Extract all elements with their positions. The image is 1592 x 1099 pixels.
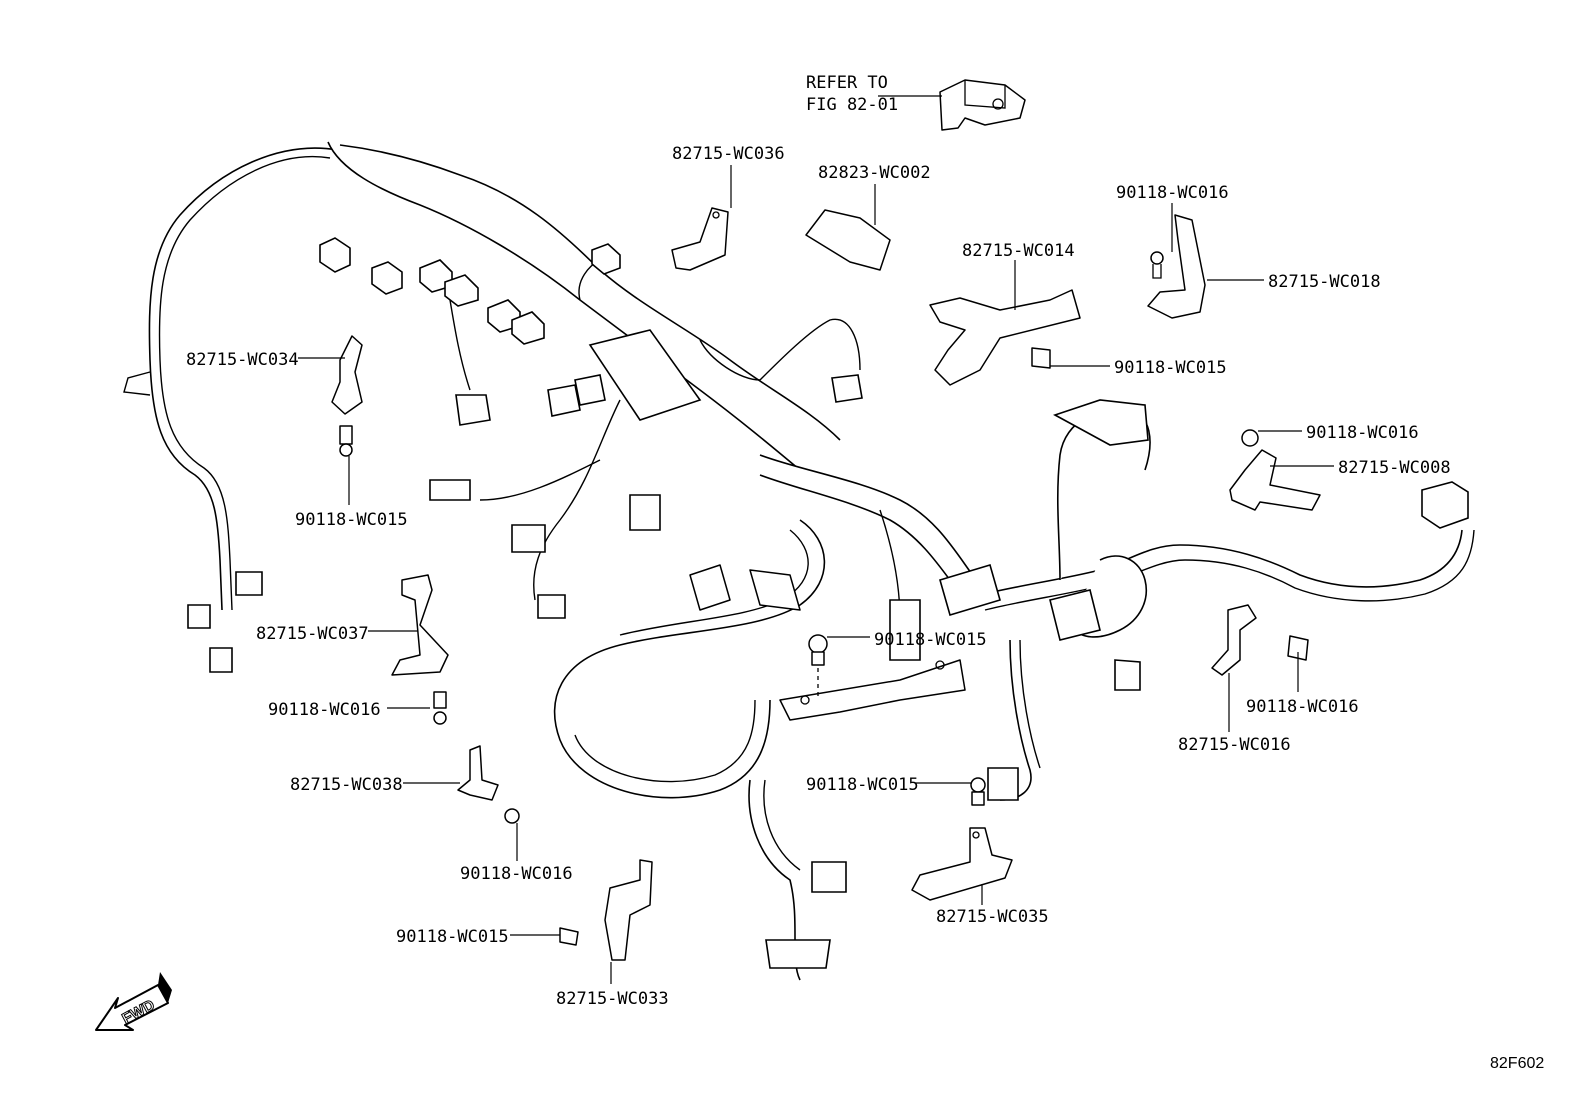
bracket-wc014: [929, 289, 1081, 386]
callout-90118-wc015-right: 90118-WC015: [1114, 358, 1227, 378]
engine-wire-harness: [123, 141, 1475, 981]
callout-82715-wc033: 82715-WC033: [556, 989, 669, 1009]
bracket-wc034: [331, 335, 363, 415]
callout-82715-wc014: 82715-WC014: [962, 241, 1075, 261]
fwd-arrow-icon: FWD: [95, 972, 172, 1031]
bracket-wc037: [391, 574, 449, 676]
callout-90118-wc015-lower: 90118-WC015: [806, 775, 919, 795]
callout-90118-wc016-lowright: 90118-WC016: [1246, 697, 1359, 717]
callout-refer-line1: REFER TO: [806, 73, 888, 93]
callout-90118-wc016-right: 90118-WC016: [1306, 423, 1419, 443]
bracket-wc018: [1147, 214, 1206, 319]
bolt-wc015-e: [559, 927, 579, 946]
bolt-wc016-d: [1287, 635, 1309, 661]
bracket-wc035: [911, 827, 1013, 901]
relay-part: [939, 79, 1026, 131]
figure-code: 82F602: [1490, 1055, 1544, 1072]
bolt-wc015-b: [339, 425, 353, 457]
bracket-wc008: [1229, 449, 1321, 511]
callout-labels: REFER TO FIG 82-01 82715-WC036 82823-WC0…: [186, 73, 1451, 1009]
harness-connectors: [187, 237, 1469, 969]
bolt-wc015-c: [808, 634, 828, 700]
callout-82715-wc037: 82715-WC037: [256, 624, 369, 644]
bolt-wc016-a: [1150, 251, 1164, 279]
bolt-wc015-a: [1031, 347, 1051, 369]
callout-82715-wc036: 82715-WC036: [672, 144, 785, 164]
bolt-wc016-c: [433, 691, 447, 725]
callout-90118-wc016-left: 90118-WC016: [268, 700, 381, 720]
callout-82715-wc035: 82715-WC035: [936, 907, 1049, 927]
callout-90118-wc015-left: 90118-WC015: [295, 510, 408, 530]
callout-90118-wc016-lower: 90118-WC016: [460, 864, 573, 884]
bolt-wc016-e: [504, 808, 520, 824]
callout-82715-wc034: 82715-WC034: [186, 350, 299, 370]
cover-wc002: [805, 209, 891, 271]
leader-lines: [298, 95, 1334, 984]
bracket-wc038: [457, 745, 499, 801]
callout-refer-line2: FIG 82-01: [806, 95, 898, 115]
bracket-wc036: [671, 207, 729, 271]
callout-82823-wc002: 82823-WC002: [818, 163, 931, 183]
bolt-wc016-b: [1241, 429, 1259, 447]
callout-90118-wc015-center: 90118-WC015: [874, 630, 987, 650]
callout-90118-wc016-top: 90118-WC016: [1116, 183, 1229, 203]
callout-82715-wc018: 82715-WC018: [1268, 272, 1381, 292]
callout-90118-wc015-bottom: 90118-WC015: [396, 927, 509, 947]
callout-82715-wc016: 82715-WC016: [1178, 735, 1291, 755]
bracket-wc016: [1211, 604, 1257, 676]
callout-82715-wc038: 82715-WC038: [290, 775, 403, 795]
callout-82715-wc008: 82715-WC008: [1338, 458, 1451, 478]
bolt-wc015-d: [970, 777, 986, 806]
bracket-wc033: [604, 859, 653, 961]
